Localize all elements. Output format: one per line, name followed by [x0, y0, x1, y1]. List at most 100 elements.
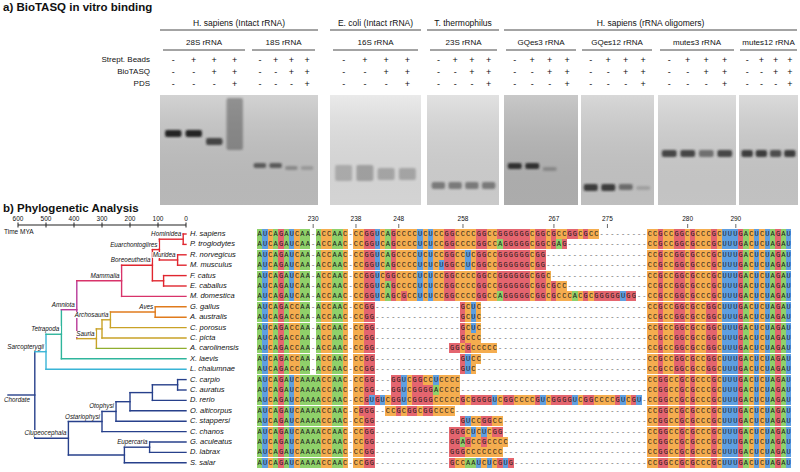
base-cell: -: [492, 312, 497, 322]
base-cell: -: [631, 281, 636, 291]
base-cell: A: [305, 291, 310, 301]
base-cell: -: [636, 250, 641, 260]
base-cell: -: [401, 302, 406, 312]
base-cell: -: [551, 375, 556, 385]
base-cell: -: [599, 323, 604, 333]
base-cell: -: [508, 343, 513, 353]
base-cell: -: [631, 260, 636, 270]
base-cell: -: [417, 312, 422, 322]
sequence-row: AUCAGAUCAAAACCAAC-CCGG---GGUCGGGGACCCC--…: [257, 385, 791, 395]
base-cell: U: [786, 343, 791, 353]
base-cell: C: [476, 354, 481, 364]
base-cell: -: [530, 312, 535, 322]
base-cell: -: [417, 323, 422, 333]
base-cell: -: [530, 343, 535, 353]
base-cell: -: [631, 333, 636, 343]
base-cell: -: [567, 260, 572, 270]
base-cell: U: [786, 385, 791, 395]
base-cell: -: [631, 354, 636, 364]
base-cell: -: [519, 323, 524, 333]
tree-branch: [61, 309, 76, 310]
tree-branch: [164, 285, 186, 286]
tree-branch: [159, 259, 177, 260]
base-cell: -: [535, 375, 540, 385]
base-cell: -: [481, 333, 486, 343]
base-cell: -: [375, 375, 380, 385]
base-cell: -: [396, 343, 401, 353]
lane-sign: -: [172, 56, 175, 65]
base-cell: -: [449, 323, 454, 333]
gel-band: [584, 184, 598, 191]
base-cell: -: [487, 312, 492, 322]
base-cell: -: [604, 302, 609, 312]
base-cell: -: [636, 385, 641, 395]
species-name: S. salar: [190, 459, 215, 467]
base-cell: -: [599, 302, 604, 312]
base-cell: -: [444, 354, 449, 364]
gel-band: [525, 163, 539, 169]
clade-name: Archosauria: [74, 312, 110, 318]
base-cell: -: [401, 323, 406, 333]
base-cell: -: [380, 312, 385, 322]
base-cell: -: [572, 312, 577, 322]
base-cell: -: [497, 375, 502, 385]
tree-branch: [61, 310, 62, 359]
base-cell: -: [407, 302, 412, 312]
tree-branch: [152, 280, 163, 281]
sequence-row: AUCAGACCAA-ACCAAC-CCGG--------------GGCG…: [257, 343, 791, 353]
base-cell: -: [497, 385, 502, 395]
species-name: G. aculeatus: [190, 438, 232, 446]
base-cell: -: [578, 354, 583, 364]
species-name: C. auratus: [190, 386, 225, 394]
base-cell: -: [396, 312, 401, 322]
species-name: O. alticorpus: [190, 407, 232, 415]
base-cell: -: [487, 385, 492, 395]
base-cell: -: [604, 375, 609, 385]
header-underline: [252, 50, 315, 51]
axis-tick: [102, 223, 103, 228]
base-cell: -: [610, 229, 615, 239]
base-cell: -: [535, 302, 540, 312]
base-cell: -: [615, 333, 620, 343]
base-cell: -: [519, 312, 524, 322]
lane-sign: +: [452, 56, 457, 65]
tree-branch: [163, 276, 164, 286]
position-tick: [398, 224, 399, 228]
lane-sign: -: [760, 68, 763, 77]
base-cell: -: [503, 385, 508, 395]
base-cell: -: [439, 364, 444, 374]
base-cell: -: [615, 323, 620, 333]
base-cell: -: [626, 250, 631, 260]
base-cell: -: [540, 343, 545, 353]
base-cell: -: [588, 281, 593, 291]
base-cell: -: [540, 354, 545, 364]
base-cell: -: [615, 239, 620, 249]
base-cell: -: [428, 343, 433, 353]
base-cell: -: [599, 354, 604, 364]
base-cell: -: [604, 333, 609, 343]
base-cell: U: [786, 312, 791, 322]
base-cell: -: [572, 281, 577, 291]
base-cell: -: [497, 312, 502, 322]
lane-sign: +: [469, 68, 474, 77]
base-cell: -: [578, 312, 583, 322]
base-cell: -: [583, 323, 588, 333]
position-number: 258: [458, 216, 469, 223]
base-cell: -: [631, 271, 636, 281]
species-name: X. laevis: [190, 355, 218, 363]
base-cell: -: [407, 312, 412, 322]
lane-sign: -: [686, 68, 689, 77]
base-cell: -: [428, 364, 433, 374]
base-cell: -: [567, 354, 572, 364]
gel-band: [186, 130, 202, 137]
base-cell: -: [556, 333, 561, 343]
base-cell: -: [615, 343, 620, 353]
gel-band: [465, 182, 478, 189]
base-cell: A: [305, 333, 310, 343]
base-cell: -: [497, 343, 502, 353]
base-cell: -: [610, 239, 615, 249]
base-cell: -: [407, 323, 412, 333]
base-cell: -: [572, 260, 577, 270]
base-cell: -: [423, 333, 428, 343]
base-cell: -: [588, 375, 593, 385]
